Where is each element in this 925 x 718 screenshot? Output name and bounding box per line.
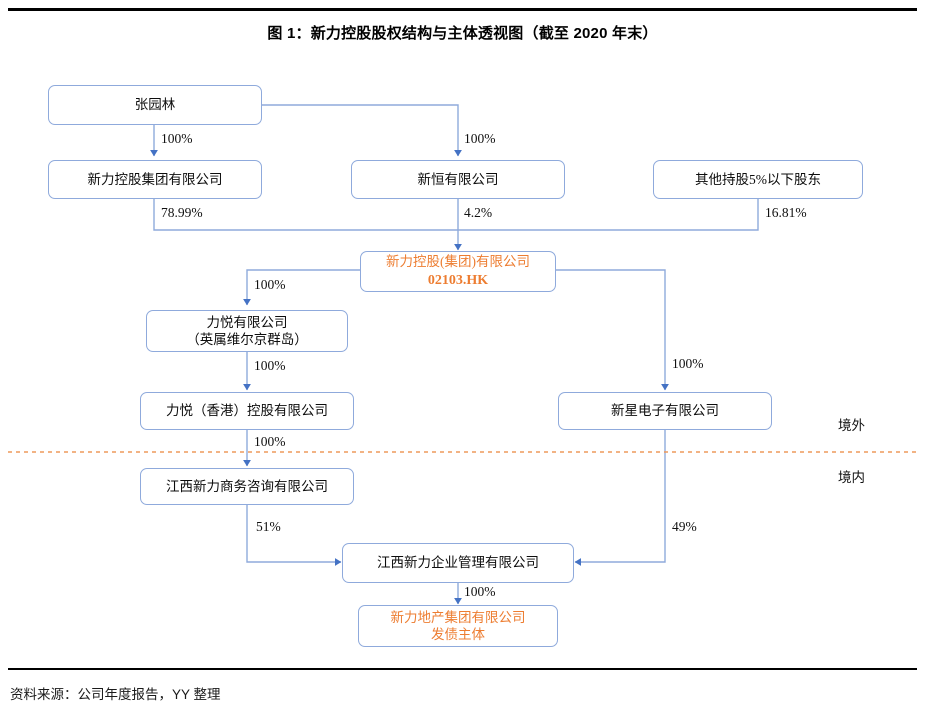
node-label: 新力控股集团有限公司 [87,171,223,187]
node-ticker: 02103.HK [427,272,489,288]
edge-xinxing-to-jx-mgmt [574,430,666,566]
node-jiangxi-xinli-business-consulting[interactable]: 江西新力商务咨询有限公司 [140,468,354,505]
edge-label-xinheng-to-listco: 4.2% [464,205,493,220]
node-xinheng-ltd[interactable]: 新恒有限公司 [351,160,565,199]
edge-label-jx-consult-to-jx-mgmt: 51% [256,519,281,534]
node-label: 其他持股5%以下股东 [695,171,821,187]
edge-label-listco-to-xinxing: 100% [672,356,704,371]
region-label-onshore: 境内 [838,470,865,485]
edge-label-liyue-hk-to-jx-consult: 100% [254,434,286,449]
node-label: 力悦有限公司 [206,314,288,330]
node-label: 江西新力企业管理有限公司 [377,555,539,571]
region-label-offshore: 境外 [838,418,865,433]
edge-label-zhang-to-xinli-holding: 100% [161,131,193,146]
node-sublabel: （英属维尔京群岛） [186,332,308,347]
node-xinxing-electronics[interactable]: 新星电子有限公司 [558,392,772,430]
node-label: 新力地产集团有限公司 [390,609,526,625]
node-label: 新恒有限公司 [417,171,499,187]
node-issuer-xinli-real-estate-group[interactable]: 新力地产集团有限公司 发债主体 [358,605,558,647]
node-label: 江西新力商务咨询有限公司 [166,478,328,494]
edge-label-zhang-to-xinheng: 100% [464,131,496,146]
node-other-minority-shareholders[interactable]: 其他持股5%以下股东 [653,160,863,199]
edge-others-to-listco [458,199,759,231]
node-zhang-yuanlin[interactable]: 张园林 [48,85,262,125]
node-xinli-holding-group[interactable]: 新力控股集团有限公司 [48,160,262,199]
node-sublabel: 发债主体 [431,627,485,642]
figure-title: 图 1：新力控股股权结构与主体透视图（截至 2020 年末） [267,25,658,42]
node-label: 张园林 [134,97,176,113]
edge-label-liyue-bvi-to-liyue-hk: 100% [254,358,286,373]
top-rule [8,8,917,11]
source-note: 资料来源：公司年度报告，YY 整理 [10,687,221,702]
node-label: 新星电子有限公司 [611,403,719,419]
edge-label-listco-to-liyue-bvi: 100% [254,277,286,292]
node-listco-xinli-holding-group-hk[interactable]: 新力控股(集团)有限公司 02103.HK [360,251,556,292]
node-label: 新力控股(集团)有限公司 [386,254,530,270]
edge-listco-to-xinxing [556,269,669,391]
edge-label-jx-mgmt-to-issuer: 100% [464,584,496,599]
node-jiangxi-xinli-enterprise-management[interactable]: 江西新力企业管理有限公司 [342,543,574,583]
edge-label-xinli-holding-to-listco: 78.99% [161,205,203,220]
node-label: 力悦（香港）控股有限公司 [166,403,328,419]
node-liyue-bvi[interactable]: 力悦有限公司 （英属维尔京群岛） [146,310,348,352]
edge-zhang-to-xinheng [262,104,462,157]
bottom-rule [8,668,917,670]
edge-label-others-to-listco: 16.81% [765,205,807,220]
node-liyue-hk-holdings[interactable]: 力悦（香港）控股有限公司 [140,392,354,430]
edge-label-xinxing-to-jx-mgmt: 49% [672,519,697,534]
